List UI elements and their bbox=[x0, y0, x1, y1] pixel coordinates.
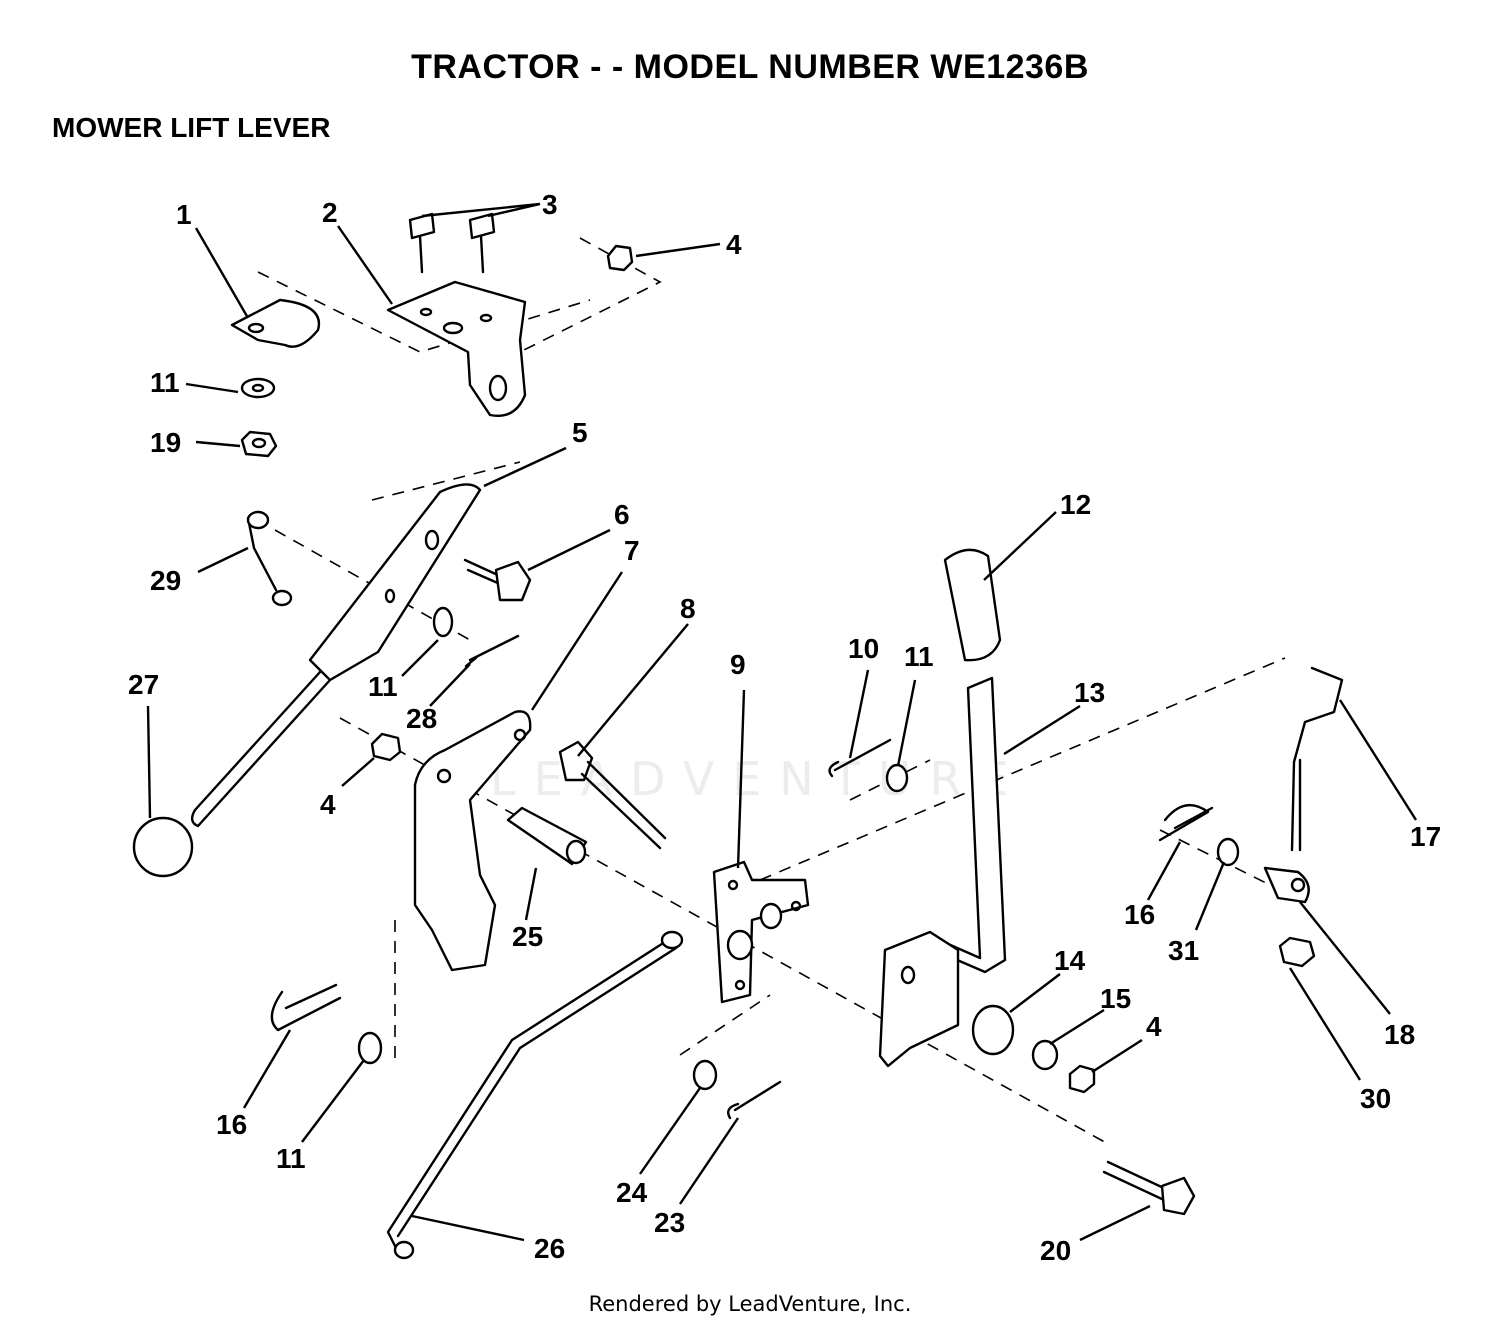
callout-26: 26 bbox=[534, 1233, 565, 1264]
callout-19: 19 bbox=[150, 427, 181, 458]
part-3-bolts bbox=[408, 212, 496, 274]
callout-1: 1 bbox=[176, 199, 192, 230]
callout-11b: 11 bbox=[904, 641, 934, 672]
callout-15: 15 bbox=[1100, 983, 1131, 1014]
part-30-nut bbox=[1278, 936, 1316, 968]
part-20-bolt bbox=[1102, 1160, 1196, 1216]
callout-28: 28 bbox=[406, 703, 437, 734]
callout-27: 27 bbox=[128, 669, 159, 700]
leader-lines bbox=[146, 202, 1418, 1242]
part-10-cotter-pin bbox=[828, 738, 892, 778]
callout-10: 10 bbox=[848, 633, 879, 664]
callout-5: 5 bbox=[572, 417, 588, 448]
callout-31: 31 bbox=[1168, 935, 1199, 966]
callout-29: 29 bbox=[150, 565, 181, 596]
callout-17: 17 bbox=[1410, 821, 1441, 852]
callout-7: 7 bbox=[624, 535, 640, 566]
callout-8: 8 bbox=[680, 593, 696, 624]
part-9-pivot-plate bbox=[712, 860, 810, 1004]
section-title: MOWER LIFT LEVER bbox=[52, 112, 331, 143]
part-1-clip bbox=[230, 298, 321, 348]
part-27-knob bbox=[132, 816, 194, 878]
callout-3: 3 bbox=[542, 189, 558, 220]
part-4-nuts bbox=[370, 244, 1096, 1094]
part-25-spacer bbox=[506, 806, 588, 866]
callout-4c: 4 bbox=[1146, 1011, 1162, 1042]
callout-18: 18 bbox=[1384, 1019, 1415, 1050]
part-7-plate bbox=[413, 710, 532, 972]
part-2-bracket bbox=[386, 280, 527, 417]
callout-13: 13 bbox=[1074, 677, 1105, 708]
part-6-bolt bbox=[463, 558, 532, 602]
callout-labels: 1 2 3 4 11 19 5 6 7 29 8 12 10 11 9 13 2… bbox=[128, 189, 1441, 1266]
part-17-rod bbox=[1290, 666, 1344, 852]
part-29-link bbox=[246, 510, 293, 607]
part-23-cotter-pin bbox=[727, 1080, 782, 1120]
callout-4b: 4 bbox=[320, 789, 336, 820]
callout-9: 9 bbox=[730, 649, 746, 680]
callout-4: 4 bbox=[726, 229, 742, 260]
callout-24: 24 bbox=[616, 1177, 648, 1208]
callout-25: 25 bbox=[512, 921, 543, 952]
callout-14: 14 bbox=[1054, 945, 1086, 976]
assembly-dashed-lines bbox=[257, 237, 1301, 1146]
part-12-grip bbox=[943, 548, 1002, 662]
footer-credit: Rendered by LeadVenture, Inc. bbox=[588, 1292, 912, 1316]
part-16-clips bbox=[270, 803, 1214, 1032]
part-18-swivel bbox=[1263, 866, 1310, 904]
callout-30: 30 bbox=[1360, 1083, 1391, 1114]
page-title: TRACTOR - - MODEL NUMBER WE1236B bbox=[411, 48, 1089, 86]
part-5-lift-arm bbox=[190, 483, 482, 828]
part-26-rod bbox=[386, 930, 684, 1260]
callout-11c: 11 bbox=[368, 671, 398, 702]
callout-20: 20 bbox=[1040, 1235, 1071, 1266]
callout-6: 6 bbox=[614, 499, 630, 530]
callout-2: 2 bbox=[322, 197, 338, 228]
part-11-19-washers bbox=[240, 377, 1240, 1091]
callout-16b: 16 bbox=[216, 1109, 247, 1140]
callout-11: 11 bbox=[150, 367, 180, 398]
part-8-bolt bbox=[558, 740, 667, 850]
part-28-cotter-pin bbox=[464, 634, 520, 668]
part-14-bushing bbox=[971, 1004, 1015, 1056]
callout-23: 23 bbox=[654, 1207, 685, 1238]
callout-16: 16 bbox=[1124, 899, 1155, 930]
callout-11d: 11 bbox=[276, 1143, 306, 1174]
part-13-handle bbox=[878, 676, 1007, 1068]
callout-12: 12 bbox=[1060, 489, 1091, 520]
